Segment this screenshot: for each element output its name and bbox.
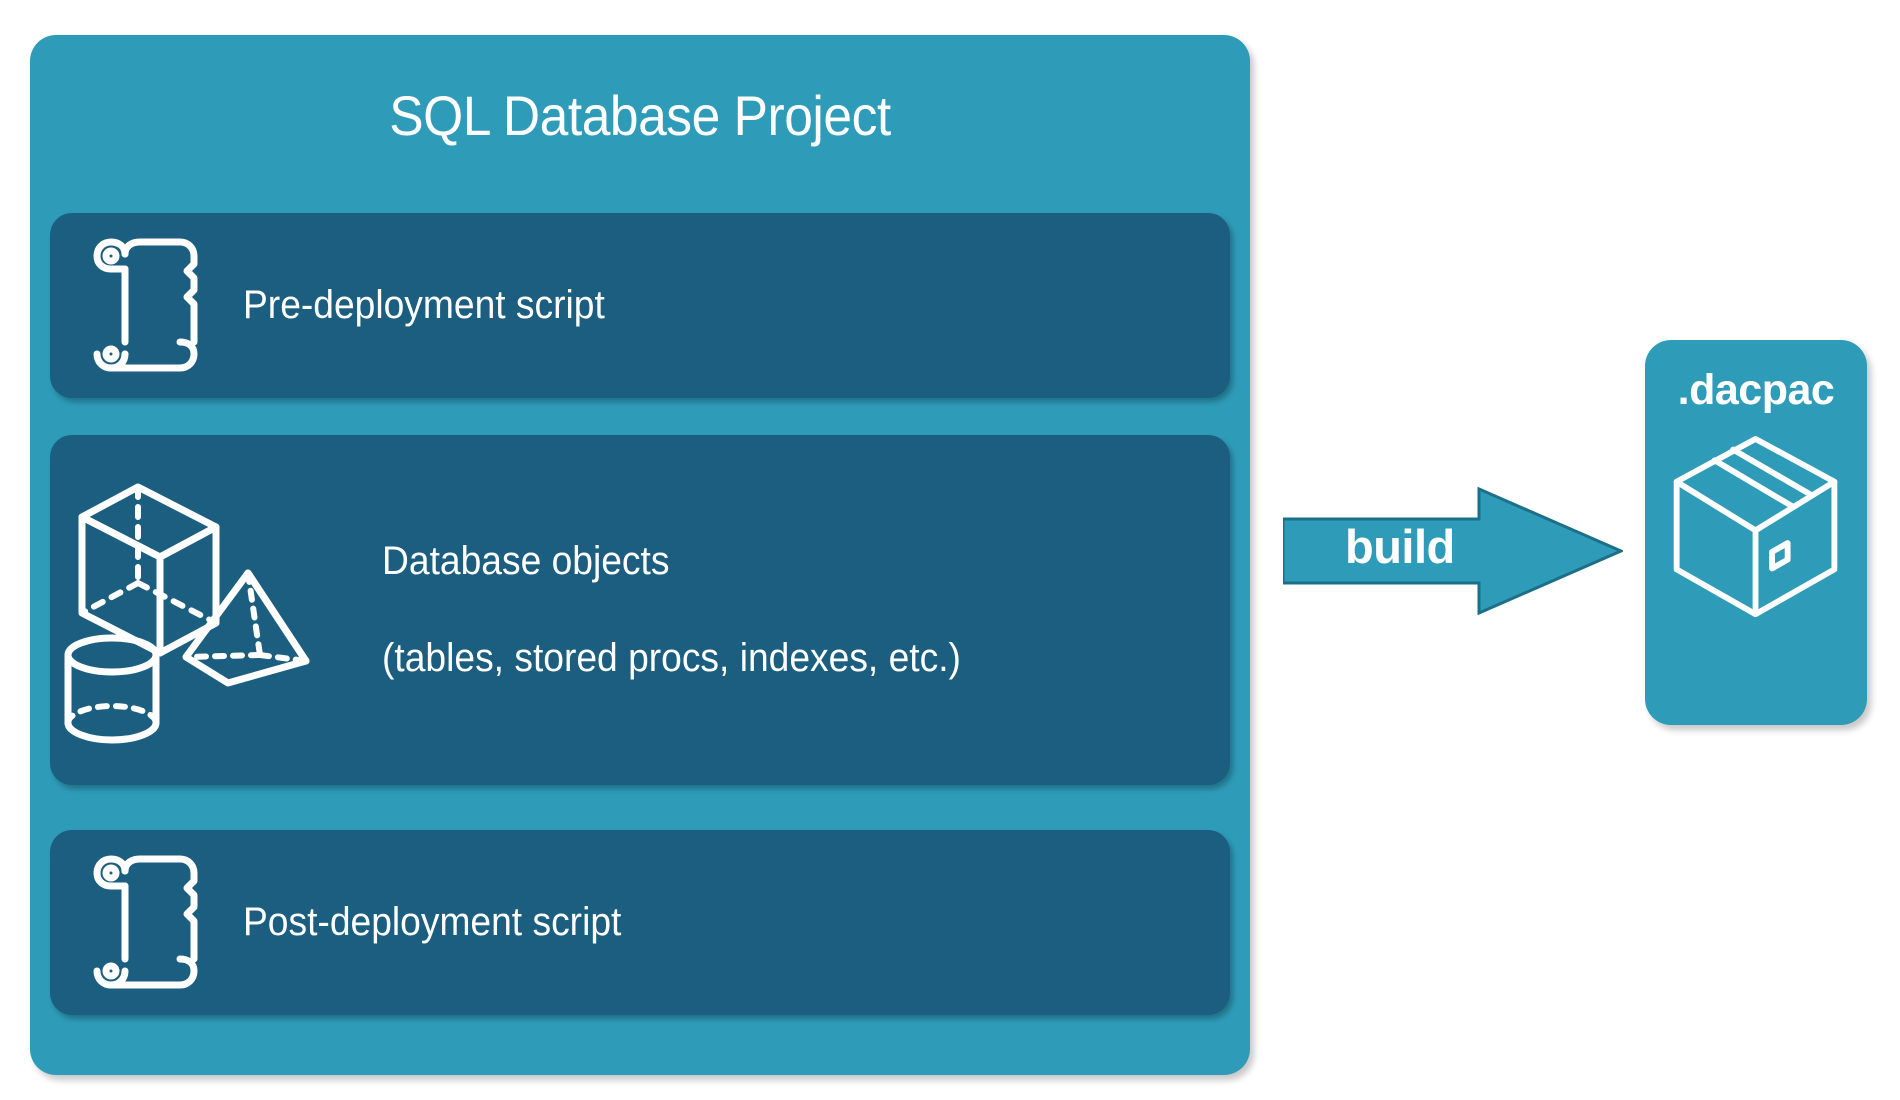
- sql-database-project-card: SQL Database Project Pre-deployment scri…: [30, 35, 1250, 1075]
- dacpac-label: .dacpac: [1677, 366, 1835, 414]
- panel-post-deployment: Post-deployment script: [50, 830, 1230, 1015]
- dacpac-output-card: .dacpac: [1645, 340, 1867, 725]
- package-box-icon: [1669, 435, 1844, 620]
- panel-label-post-deployment: Post-deployment script: [243, 900, 622, 945]
- panel-pre-deployment: Pre-deployment script: [50, 213, 1230, 398]
- database-objects-line1: Database objects: [382, 538, 670, 583]
- build-arrow-icon: [1283, 487, 1623, 615]
- cylinder-icon: [64, 634, 160, 744]
- build-arrow-label: build: [1345, 520, 1455, 573]
- scroll-icon: [58, 238, 243, 373]
- scroll-icon: [58, 855, 243, 990]
- database-objects-line2: (tables, stored procs, indexes, etc.): [382, 636, 961, 681]
- cube-icon: [78, 483, 220, 657]
- panel-database-objects: Database objects (tables, stored procs, …: [50, 435, 1230, 785]
- pyramid-icon: [182, 569, 310, 687]
- page-title: SQL Database Project: [389, 84, 891, 147]
- panel-label-database-objects: Database objects (tables, stored procs, …: [320, 488, 961, 732]
- database-object-shapes: [60, 465, 310, 755]
- panel-label-pre-deployment: Pre-deployment script: [243, 283, 605, 328]
